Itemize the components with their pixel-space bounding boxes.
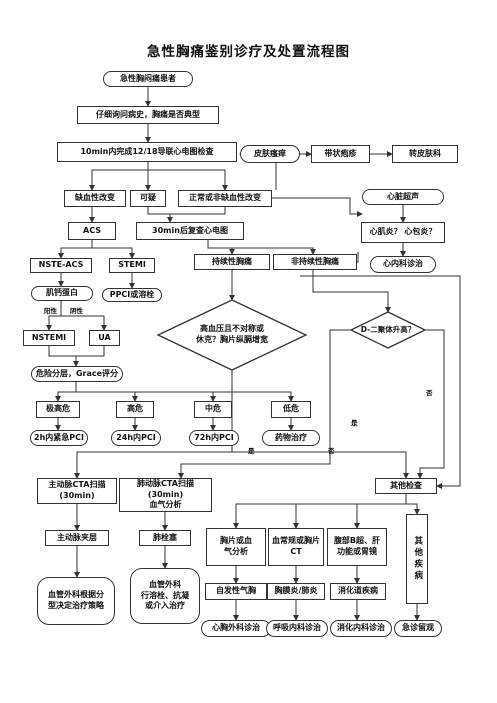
edge-troponin-split — [46, 301, 62, 331]
node-low: 低危 — [271, 401, 311, 418]
node-persistent-pain: 持续性胸痛 — [194, 254, 270, 270]
edge-ddimer-no — [417, 329, 445, 479]
node-echo: 心脏超声 — [362, 189, 444, 205]
node-very-high: 极高危 — [36, 401, 80, 418]
edge-diamond-no — [232, 451, 409, 479]
edge-acs-split — [58, 240, 93, 259]
node-high: 高危 — [116, 401, 154, 418]
node-thoracic-surgery: 心胸外科诊治 — [201, 620, 271, 637]
label-negative: 阴性 — [70, 307, 83, 315]
edge-risk-split — [55, 382, 77, 402]
node-risk: 危险分层，Grace评分 — [31, 366, 123, 382]
node-patient: 急性胸闷痛患者 — [103, 71, 193, 87]
node-other-exam: 其他检查 — [375, 478, 437, 494]
node-er-observation: 急诊留观 — [394, 620, 442, 637]
node-vascular-thrombolysis: 血管外科 行溶栓、抗凝 或介入治疗 — [130, 568, 200, 624]
label-yes-b: 是 — [248, 447, 255, 455]
node-mid: 中危 — [194, 401, 232, 418]
node-normal-ecg: 正常或非缺血性改变 — [178, 190, 272, 207]
node-chest-ct: 血常规或胸片 CT — [268, 528, 324, 566]
node-drug: 药物治疗 — [262, 430, 320, 446]
node-acs: ACS — [68, 222, 116, 240]
node-ecg: 10min内完成12/18导联心电图检查 — [57, 142, 237, 162]
edge-ddimer-yes — [178, 329, 352, 479]
node-other-disease: 其他疾病 — [406, 514, 428, 604]
node-dermatology: 转皮肤科 — [392, 145, 458, 163]
page-title: 急性胸痛鉴别诊疗及处置流程图 — [147, 44, 350, 60]
edge-otherexam-split — [233, 494, 407, 529]
label-yes-a: 是 — [351, 419, 358, 427]
node-pci-72h: 72h内PCI — [189, 430, 239, 446]
node-d-dimer: D-二聚体升高？ — [360, 324, 416, 334]
node-suspicious: 可疑 — [130, 190, 166, 207]
node-skin: 皮肤瘙痒 — [240, 145, 300, 163]
node-aortic-cta: 主动脉CTA扫描 (30min) — [37, 478, 117, 504]
node-nstemi: NSTEMI — [23, 330, 75, 346]
node-stemi: STEMI — [109, 258, 155, 273]
node-cardiology: 心内科诊治 — [370, 256, 436, 273]
node-nste-acs: NSTE-ACS — [30, 258, 92, 273]
node-pleuritis: 胸膜炎/肺炎 — [267, 583, 325, 600]
node-xray-gas: 胸片或血 气分析 — [206, 528, 266, 566]
node-pe: 肺栓塞 — [139, 530, 191, 546]
edge-nonpersistent-ddimer — [312, 270, 391, 313]
edge-normal-echo — [258, 197, 363, 217]
node-digestive: 消化道疾病 — [330, 583, 386, 600]
node-herpes: 带状疱疹 — [311, 145, 370, 163]
node-gastro: 消化内科诊治 — [330, 620, 392, 637]
node-pci-2h: 2h内紧急PCI — [30, 430, 88, 446]
edge-ecg-branch — [89, 162, 149, 191]
diamond-ddimer-shape — [349, 311, 427, 349]
node-history: 仔细询问病史，胸痛是否典型 — [77, 106, 219, 124]
node-pulm-cta: 肺动脉CTA扫描(30min) 血气分析 — [119, 478, 212, 512]
node-troponin: 肌钙蛋白 — [31, 286, 93, 301]
node-respiratory: 呼吸内科诊治 — [266, 620, 328, 637]
node-ua: UA — [89, 330, 120, 346]
diamond-hypertension-shape — [156, 299, 308, 371]
edge-diamond-yes — [74, 370, 233, 479]
node-pci-24h: 24h内PCI — [111, 430, 161, 446]
edge-recheck-split — [207, 240, 235, 255]
node-abdomen: 腹部B超、肝 功能或胃镜 — [327, 528, 387, 566]
label-no-a: 否 — [426, 389, 433, 397]
label-positive: 阳性 — [44, 307, 57, 315]
node-myocarditis: 心肌炎？ 心包炎？ — [361, 222, 445, 243]
label-no-b: 否 — [328, 447, 335, 455]
node-hypertension: 高血压且不对称或 休克？胸片纵膈增宽 — [196, 324, 268, 344]
node-ischemic: 缺血性改变 — [64, 190, 126, 207]
node-recheck-ecg: 30min后复查心电图 — [136, 222, 244, 240]
node-ppci: PPCI或溶栓 — [102, 288, 162, 302]
node-nonpersistent-pain: 非持续性胸痛 — [273, 254, 357, 270]
node-vascular-surgery: 血管外科根据分 型决定治疗策略 — [37, 577, 115, 625]
node-pneumothorax: 自发性气胸 — [205, 583, 267, 600]
node-dissection: 主动脉夹层 — [45, 530, 109, 546]
